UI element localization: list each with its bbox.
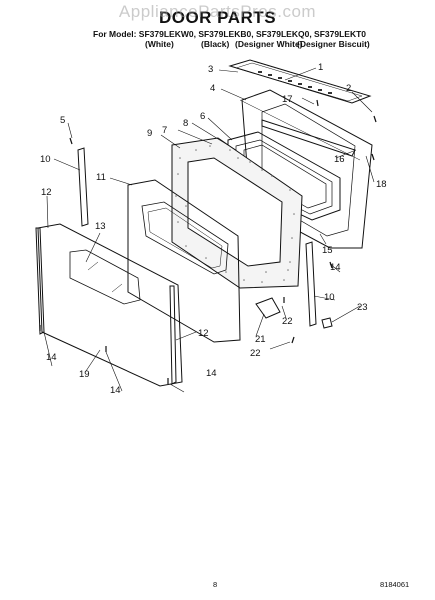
callout-label: 4 [210,83,215,94]
callout-label: 6 [200,111,205,122]
callout-label: 10 [324,292,335,303]
vent-trim-part [228,59,372,104]
callout-label: 12 [198,328,209,339]
callout-label: 12 [41,187,52,198]
callout-label: 17 [282,94,293,105]
callout-label: 14 [206,368,217,379]
handle-bracket-part [255,297,281,319]
callout-label: 7 [162,125,167,136]
diagram-title: DOOR PARTS [158,8,277,27]
callout-label: 1 [318,62,323,73]
callout-label: 3 [208,64,213,75]
clip-part [321,317,333,329]
callout-label: 5 [60,115,65,126]
callout-label: 22 [250,348,261,359]
variant-designer-white: (Designer White) [235,39,303,49]
side-trim-right [169,285,177,385]
callout-label: 21 [255,334,266,345]
hinge-rail-left [77,147,89,227]
variant-black: (Black) [201,39,230,49]
callout-label: 13 [95,221,106,232]
callout-label: 2 [346,83,351,94]
callout-label: 14 [46,352,57,363]
callout-label: 15 [322,245,333,256]
hinge-rail-right [305,241,317,327]
callout-label: 16 [334,154,345,165]
callout-label: 23 [357,302,368,313]
callout-label: 22 [282,316,293,327]
outer-glass-part [37,223,183,387]
callout-labels: 1 2 3 4 5 6 7 8 9 10 10 11 12 12 13 14 1… [40,62,387,396]
callout-label: 9 [147,128,152,139]
document-number: 8184061 [380,580,410,589]
variant-designer-biscuit: (Designer Biscuit) [297,39,370,49]
callout-label: 19 [79,369,90,380]
callout-label: 14 [330,262,341,273]
vent-baffle-part [261,119,356,157]
callout-label: 11 [96,172,106,183]
insulation-part [171,137,303,289]
callout-label: 8 [183,118,188,129]
watermark: AppliancePartsPros.com [118,2,317,21]
model-list: For Model: SF379LEKW0, SF379LEKB0, SF379… [93,29,367,39]
callout-label: 18 [376,179,387,190]
callout-label: 10 [40,154,51,165]
variant-white: (White) [145,39,174,49]
leader-lines [43,67,375,393]
callout-label: 14 [110,385,121,396]
door-inner-part [127,179,241,343]
page-number: 8 [213,580,218,589]
